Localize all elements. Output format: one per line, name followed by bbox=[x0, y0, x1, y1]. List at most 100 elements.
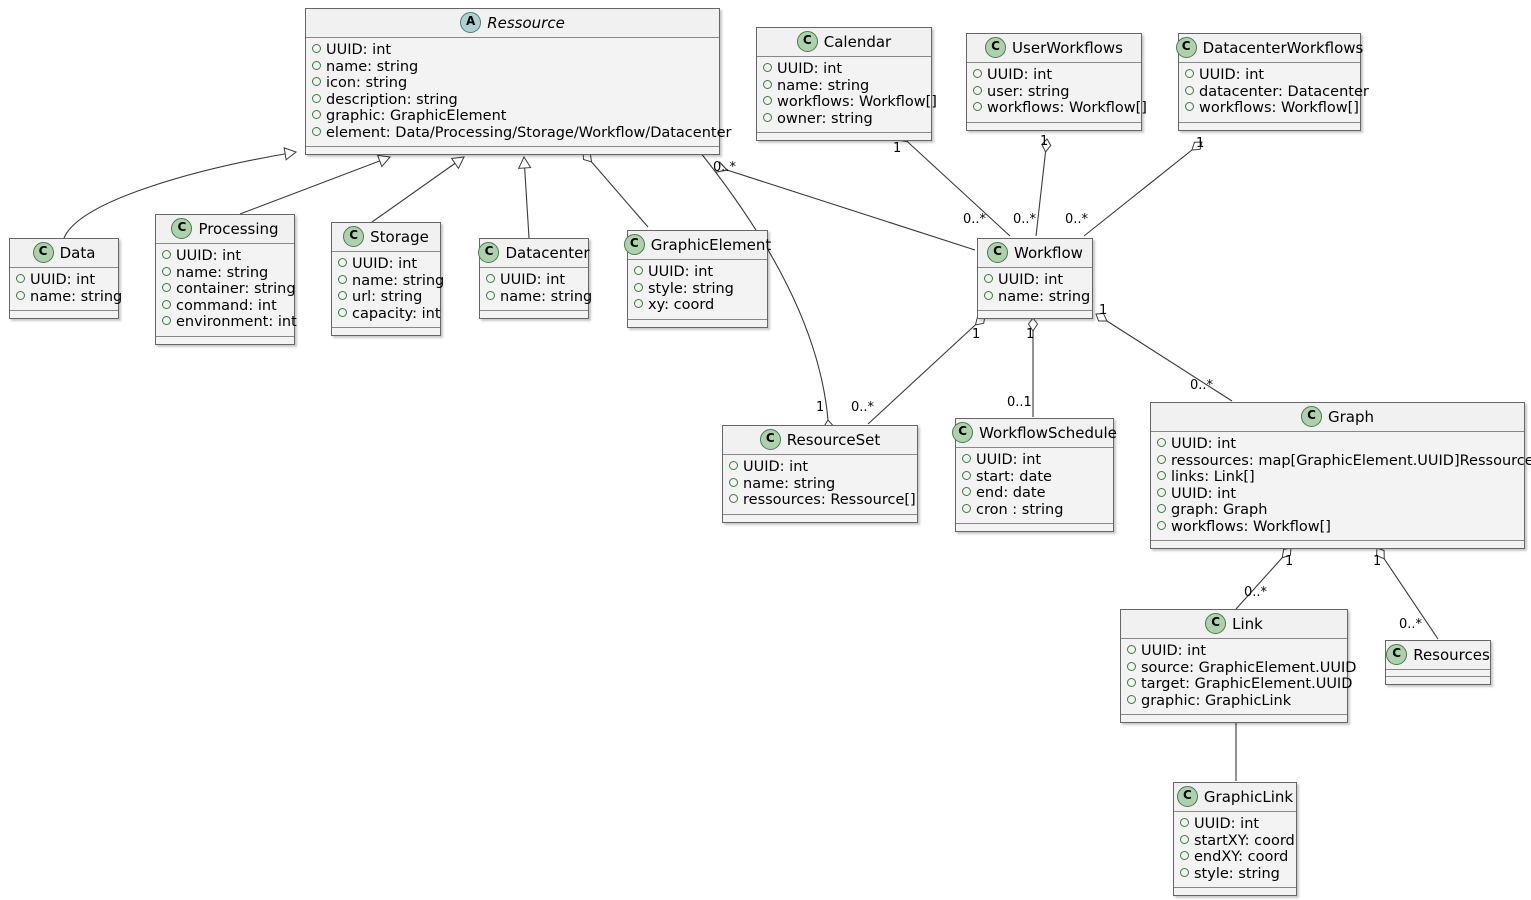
attribute-row: UUID: int bbox=[1127, 643, 1340, 660]
attribute-row: UUID: int bbox=[962, 452, 1106, 469]
class-icon: C bbox=[952, 422, 974, 443]
class-methods-graphiclink bbox=[1174, 888, 1296, 895]
class-methods-storage bbox=[332, 328, 440, 335]
multiplicity-m-graph-resources-tgt: 0..* bbox=[1399, 617, 1423, 632]
public-visibility-icon bbox=[1157, 438, 1166, 447]
class-icon: C bbox=[171, 218, 193, 239]
multiplicity-m-calendar-src: 1 bbox=[893, 141, 902, 156]
attribute-row: name: string bbox=[162, 265, 287, 282]
public-visibility-icon bbox=[1185, 102, 1194, 111]
attribute-row: start: date bbox=[962, 469, 1106, 486]
public-visibility-icon bbox=[634, 282, 643, 292]
attribute-label: UUID: int bbox=[1141, 643, 1207, 659]
attribute-row: name: string bbox=[16, 289, 122, 306]
attribute-label: source: GraphicElement.UUID bbox=[1141, 659, 1357, 676]
class-name-workflowschedule: WorkflowSchedule bbox=[979, 423, 1117, 442]
class-icon: C bbox=[1175, 37, 1197, 58]
attribute-label: ressources: map[GraphicElement.UUID]Ress… bbox=[1171, 452, 1531, 469]
public-visibility-icon bbox=[338, 274, 347, 284]
attribute-label: UUID: int bbox=[326, 42, 392, 58]
attribute-row: workflows: Workflow[] bbox=[973, 100, 1147, 117]
public-visibility-icon bbox=[1127, 678, 1136, 687]
multiplicity-m-datacenterworkflows-src: 1 bbox=[1196, 136, 1205, 151]
attribute-row: UUID: int bbox=[984, 272, 1085, 289]
public-visibility-icon bbox=[1185, 85, 1194, 95]
class-methods-userworkflows bbox=[967, 122, 1141, 130]
attribute-label: description: string bbox=[326, 91, 458, 108]
class-icon: C bbox=[478, 242, 500, 263]
attribute-row: icon: string bbox=[312, 75, 712, 92]
class-icon: C bbox=[1176, 786, 1198, 807]
class-methods-calendar bbox=[757, 133, 931, 140]
attribute-label: name: string bbox=[998, 288, 1091, 305]
class-name-resources: Resources bbox=[1413, 645, 1490, 664]
public-visibility-icon bbox=[312, 93, 321, 103]
class-icon: C bbox=[796, 31, 818, 52]
edge-ressource-graphicelement bbox=[582, 151, 649, 228]
class-methods-processing bbox=[156, 336, 294, 344]
attribute-label: start: date bbox=[976, 468, 1052, 485]
class-name-processing: Processing bbox=[198, 219, 279, 238]
attribute-label: UUID: int bbox=[176, 248, 242, 264]
multiplicity-m-workflow-schedule-tgt: 0..1 bbox=[1007, 395, 1032, 410]
class-icon: C bbox=[1300, 406, 1322, 427]
public-visibility-icon bbox=[1157, 487, 1166, 497]
public-visibility-icon bbox=[1180, 834, 1189, 844]
public-visibility-icon bbox=[1180, 867, 1189, 877]
abstract-class-icon: A bbox=[460, 12, 482, 33]
class-name-calendar: Calendar bbox=[823, 32, 892, 51]
edge-datacenter-ressource bbox=[517, 155, 532, 239]
attribute-label: name: string bbox=[176, 264, 269, 281]
multiplicity-m-graph-link-tgt: 0..* bbox=[1244, 585, 1268, 600]
attribute-row: end: date bbox=[962, 485, 1106, 502]
class-name-datacenterworkflows: DatacenterWorkflows bbox=[1202, 38, 1364, 57]
class-methods-workflow bbox=[978, 311, 1092, 318]
public-visibility-icon bbox=[1157, 471, 1166, 480]
attribute-row: graphic: GraphicLink bbox=[1127, 693, 1340, 710]
attribute-label: style: string bbox=[648, 280, 734, 297]
edge-storage-ressource bbox=[371, 156, 465, 223]
class-methods-ressource bbox=[306, 147, 719, 154]
public-visibility-icon bbox=[312, 44, 321, 53]
attribute-row: user: string bbox=[973, 84, 1134, 101]
multiplicity-m-workflow-graph-tgt: 0..* bbox=[1190, 378, 1214, 393]
public-visibility-icon bbox=[338, 307, 347, 317]
attribute-label: url: string bbox=[352, 289, 423, 305]
attribute-label: datacenter: Datacenter bbox=[1199, 83, 1369, 100]
class-methods-graph bbox=[1151, 541, 1524, 548]
class-methods-datacenterworkflows bbox=[1179, 122, 1360, 130]
edge-datacenterworkflows-workflow bbox=[1083, 141, 1203, 237]
public-visibility-icon bbox=[634, 266, 643, 275]
attribute-row: command: int bbox=[162, 298, 287, 315]
public-visibility-icon bbox=[962, 503, 971, 513]
attribute-row: container: string bbox=[162, 281, 296, 298]
multiplicity-m-workflow-in-b: 0..* bbox=[1013, 212, 1037, 227]
